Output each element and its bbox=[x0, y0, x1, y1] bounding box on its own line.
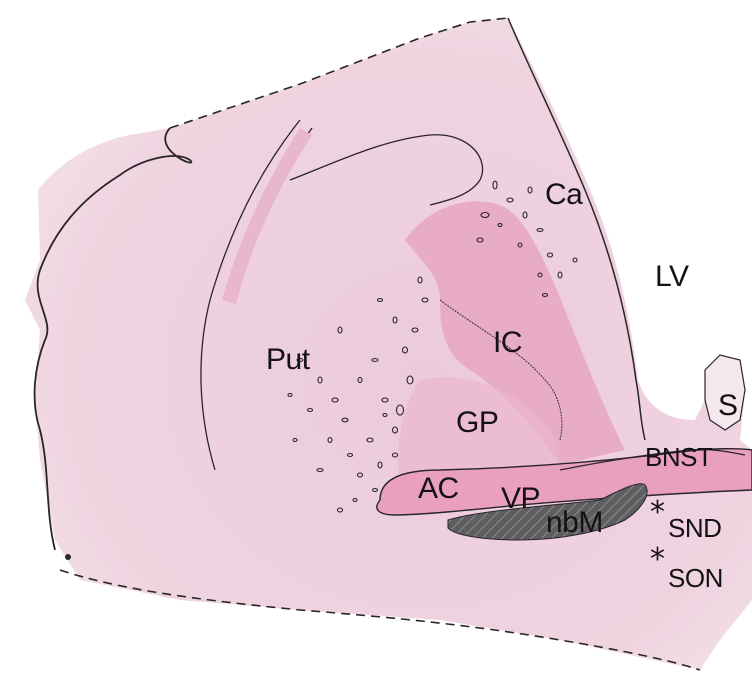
tissue-section bbox=[25, 18, 752, 670]
label-put: Put bbox=[266, 345, 310, 375]
label-s: S bbox=[718, 391, 738, 421]
asterisk-snd: * bbox=[650, 498, 665, 528]
label-bnst: BNST bbox=[645, 444, 712, 470]
label-ic: IC bbox=[493, 328, 522, 358]
label-ca: Ca bbox=[545, 180, 582, 210]
label-gp: GP bbox=[456, 408, 498, 438]
label-lv: LV bbox=[655, 262, 688, 292]
label-vp: VP bbox=[501, 484, 540, 514]
label-son: SON bbox=[668, 565, 723, 591]
asterisk-son: * bbox=[650, 545, 665, 575]
label-nbm: nbM bbox=[546, 508, 603, 538]
tissue-speck bbox=[65, 554, 71, 560]
label-ac: AC bbox=[418, 474, 459, 504]
label-snd: SND bbox=[668, 515, 721, 541]
